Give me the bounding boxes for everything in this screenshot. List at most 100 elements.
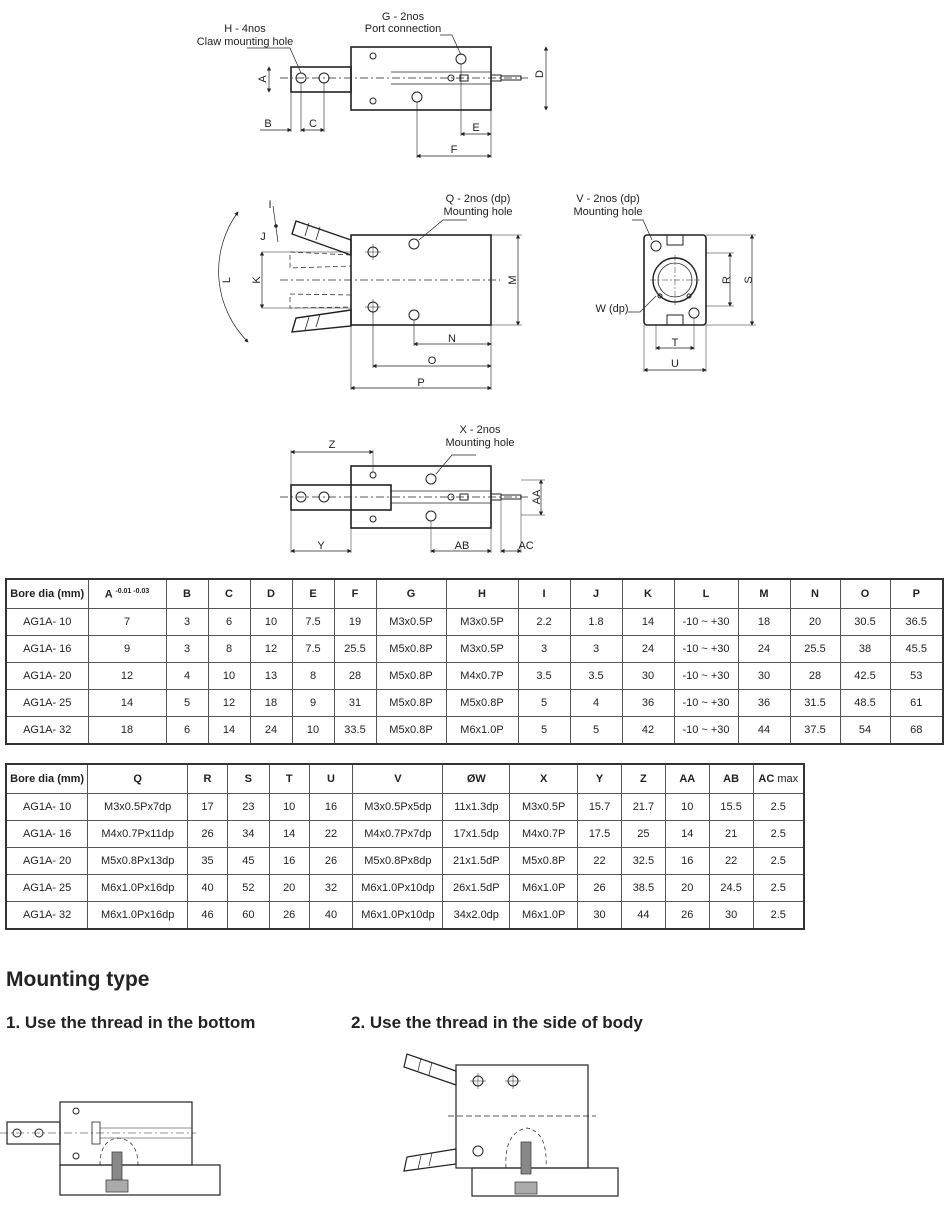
col-header-bore-dia: Bore dia (mm) <box>5 578 89 609</box>
spec-table-2-cell: 21x1.5dP <box>442 847 511 875</box>
spec-table-2-cell: 26 <box>577 874 622 902</box>
spec-table-1-cell: 5 <box>517 716 571 745</box>
spec-table-2-cell: 22 <box>308 820 354 848</box>
spec-table-1-cell: -10 ~ +30 <box>673 662 739 690</box>
spec-table-2-cell: 40 <box>187 874 228 902</box>
spec-table-1-cell: 25.5 <box>789 635 841 663</box>
mounting-option-1-title: 1. Use the thread in the bottom <box>6 1013 256 1032</box>
spec-table-2-cell: 15.7 <box>577 793 622 821</box>
spec-table-1-cell: M3x0.5P <box>375 608 447 636</box>
spec-table-2-cell: 34 <box>226 820 270 848</box>
spec-table-2-cell: 34x2.0dp <box>442 901 511 930</box>
spec-table-1-cell: AG1A- 10 <box>5 608 89 636</box>
col-header-o: O <box>839 578 891 609</box>
spec-table-1-cell: M3x0.5P <box>445 635 519 663</box>
spec-table-1-cell: 12 <box>87 662 167 690</box>
spec-table-1-cell: 4 <box>569 689 623 717</box>
spec-table-2-cell: M5x0.8P <box>509 847 579 875</box>
spec-table-1-cell: 8 <box>291 662 335 690</box>
spec-table-1-cell: 3.5 <box>569 662 623 690</box>
spec-table-2-cell: 26 <box>664 901 710 930</box>
spec-table-2-cell: M4x0.7Px7dp <box>352 820 444 848</box>
spec-table-2-cell: 14 <box>268 820 310 848</box>
spec-table-2-cell: M5x0.8Px8dp <box>352 847 444 875</box>
col-header-v: V <box>352 763 444 794</box>
spec-table-1-cell: 7 <box>87 608 167 636</box>
spec-table-1-cell: 12 <box>249 635 293 663</box>
spec-table-1-cell: 18 <box>737 608 791 636</box>
spec-table-2-cell: 44 <box>620 901 666 930</box>
spec-table-1-cell: -10 ~ +30 <box>673 689 739 717</box>
spec-table-1: Bore dia (mm) A -0.01 -0.03 B C D E F G … <box>5 578 944 745</box>
spec-table-2-cell: 16 <box>664 847 710 875</box>
dim-j: J <box>260 231 266 243</box>
spec-table-1-cell: 30 <box>621 662 675 690</box>
mounting-option-2-title: 2. Use the thread in the side of body <box>351 1013 643 1032</box>
spec-table-2-cell: 21 <box>708 820 754 848</box>
spec-table-1-cell: M5x0.8P <box>445 689 519 717</box>
spec-table-1-cell: 42 <box>621 716 675 745</box>
spec-table-1-cell: 18 <box>249 689 293 717</box>
spec-table-2-cell: AG1A- 32 <box>5 901 89 930</box>
spec-table-1-cell: 24 <box>737 635 791 663</box>
spec-table-2-cell: 32 <box>308 874 354 902</box>
spec-table-1-cell: 61 <box>889 689 944 717</box>
spec-table-1-cell: 8 <box>207 635 251 663</box>
col-header-c: C <box>207 578 251 609</box>
spec-table-1-cell: 3.5 <box>517 662 571 690</box>
technical-drawings: H - 4nos Claw mounting hole G - 2nos Por… <box>197 11 756 554</box>
dim-e: E <box>472 122 479 134</box>
spec-table-1-header: Bore dia (mm) A -0.01 -0.03 B C D E F G … <box>5 578 944 609</box>
col-header-b: B <box>165 578 209 609</box>
spec-table-1-cell: 38 <box>839 635 891 663</box>
col-header-k: K <box>621 578 675 609</box>
h-callout: H - 4nos <box>224 23 266 35</box>
spec-table-2-cell: 30 <box>708 901 754 930</box>
col-header-x: X <box>509 763 579 794</box>
spec-table-2-cell: 2.5 <box>752 874 805 902</box>
dim-a: A <box>257 75 269 83</box>
spec-table-2-cell: 10 <box>664 793 710 821</box>
x-callout: X - 2nos <box>460 424 501 436</box>
w-callout: W (dp) <box>596 303 629 315</box>
spec-table-1-cell: 36.5 <box>889 608 944 636</box>
col-header-l: L <box>673 578 739 609</box>
spec-table-2-cell: 40 <box>308 901 354 930</box>
col-header-m: M <box>737 578 791 609</box>
dim-m: M <box>507 275 519 284</box>
spec-table-1-cell: 3 <box>517 635 571 663</box>
col-header-s: S <box>226 763 270 794</box>
col-header-w: ØW <box>442 763 511 794</box>
spec-table-1-cell: 36 <box>737 689 791 717</box>
spec-table-2-cell: 14 <box>664 820 710 848</box>
mounting-option-2-drawing <box>403 1053 619 1197</box>
spec-table-2-cell: 26 <box>308 847 354 875</box>
g-callout: G - 2nos <box>382 11 425 23</box>
v-callout: V - 2nos (dp) <box>576 193 640 205</box>
col-header-i: I <box>517 578 571 609</box>
dim-d: D <box>534 70 546 78</box>
spec-table-1-cell: 54 <box>839 716 891 745</box>
col-header-a-label: A <box>104 588 113 601</box>
col-header-bore-dia: Bore dia (mm) <box>5 763 89 794</box>
spec-table-2-cell: 2.5 <box>752 820 805 848</box>
spec-table-2-cell: 35 <box>187 847 228 875</box>
dim-r: R <box>721 276 733 284</box>
spec-table-1-cell: 42.5 <box>839 662 891 690</box>
spec-table-2-cell: M6x1.0P <box>509 874 579 902</box>
q-callout: Q - 2nos (dp) <box>446 193 511 205</box>
spec-table-1-cell: 48.5 <box>839 689 891 717</box>
spec-table-2-cell: 25 <box>620 820 666 848</box>
dim-t: T <box>672 337 679 349</box>
spec-table-1-cell: 5 <box>569 716 623 745</box>
col-header-e: E <box>291 578 335 609</box>
spec-table-1-cell: 10 <box>291 716 335 745</box>
col-header-t: T <box>268 763 310 794</box>
spec-table-1-cell: 10 <box>249 608 293 636</box>
col-header-j: J <box>569 578 623 609</box>
spec-table-2-cell: AG1A- 10 <box>5 793 89 821</box>
